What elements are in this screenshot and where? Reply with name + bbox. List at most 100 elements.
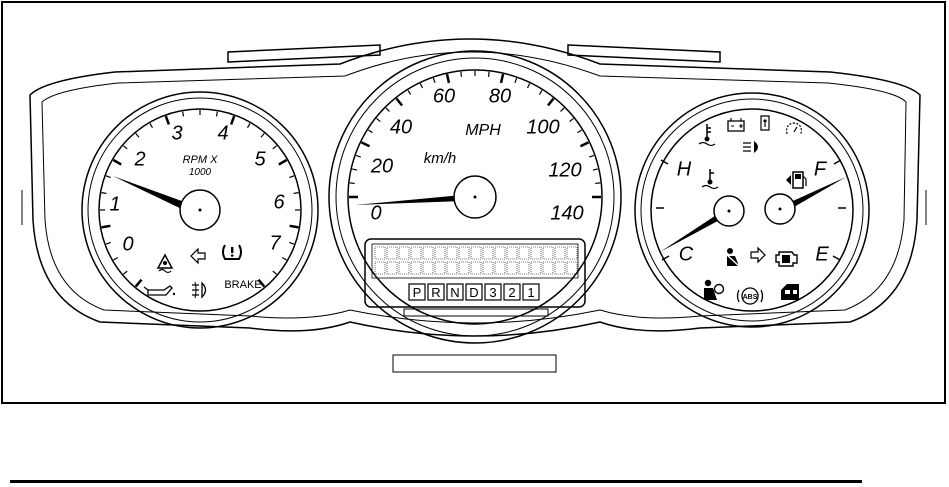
brake-warning-label: BRAKE	[224, 279, 261, 291]
traction-control-icon	[156, 253, 174, 274]
gear-label-P: P	[413, 285, 422, 300]
seatbelt-icon	[725, 248, 742, 269]
lcd-character-cell	[542, 246, 554, 260]
dial-tick	[281, 256, 287, 261]
dial-tick	[164, 115, 171, 125]
fuel-empty-label: E	[815, 243, 829, 265]
lcd-character-cell	[482, 246, 494, 260]
tachometer-ticks	[100, 110, 300, 288]
lcd-character-cell	[554, 261, 566, 275]
tach-unit-line1: RPM X	[183, 154, 219, 166]
lcd-character-cell	[554, 246, 566, 260]
dial-tick	[376, 117, 381, 123]
tach-numeral-2: 2	[133, 148, 145, 170]
dial-tick	[577, 129, 583, 134]
lcd-character-cell	[506, 261, 518, 275]
service-vehicle-icon	[786, 122, 802, 135]
temperature-hot-label: H	[677, 158, 692, 180]
tachometer-needle	[113, 176, 190, 212]
dial-tick	[123, 270, 128, 275]
lcd-character-cell	[470, 246, 482, 260]
left-turn-signal-icon	[190, 247, 206, 265]
lcd-character-cell	[530, 261, 542, 275]
dial-tick	[135, 133, 140, 138]
temperature-needle	[660, 210, 727, 252]
tach-numeral-7: 7	[269, 232, 281, 254]
tachometer: 0 1 2 3 4 5 6 7 RPM X 1000 BRAKE	[81, 91, 319, 329]
dial-tick	[272, 270, 277, 275]
dial-tick	[352, 168, 358, 171]
tire-pressure-icon	[222, 244, 242, 260]
lcd-character-cell	[506, 246, 518, 260]
security-icon	[760, 115, 770, 131]
lcd-character-cell	[458, 246, 470, 260]
dial-tick	[407, 89, 412, 95]
dial-tick	[289, 224, 299, 229]
fog-lamp-icon	[192, 281, 207, 299]
fuel-pump-icon	[786, 171, 807, 189]
caption-rule	[10, 480, 862, 483]
dial-tick	[246, 123, 251, 129]
mph-label: MPH	[465, 122, 501, 139]
lcd-character-cell	[446, 261, 458, 275]
speedometer-dial-edge	[347, 69, 603, 325]
mph-numeral-40: 40	[390, 116, 412, 138]
dial-tick	[123, 145, 128, 150]
lcd-character-cell	[410, 246, 422, 260]
fuel-gauge-ticks	[832, 159, 846, 261]
odometer-lcd-display	[371, 243, 579, 279]
door-ajar-icon	[781, 284, 799, 300]
lcd-character-cell	[494, 261, 506, 275]
dial-tick	[526, 83, 531, 89]
dial-tick	[113, 256, 119, 261]
right-gauge-bezel-outer	[634, 92, 870, 328]
tach-numeral-5: 5	[254, 148, 266, 170]
mph-numeral-120: 120	[548, 159, 581, 181]
dial-tick	[360, 141, 371, 148]
check-engine-icon	[775, 251, 798, 267]
lcd-character-cell	[566, 246, 578, 260]
svg-text:ABS: ABS	[743, 294, 758, 301]
dial-tick	[112, 158, 122, 166]
dial-tick	[182, 111, 185, 117]
dial-tick	[595, 182, 601, 185]
dial-tick	[445, 73, 451, 84]
dial-tick	[546, 97, 555, 107]
gear-box-N	[446, 283, 464, 301]
mph-numeral-100: 100	[526, 116, 559, 138]
dial-tick	[215, 111, 218, 117]
dial-tick	[589, 154, 595, 158]
dial-tick	[272, 145, 277, 150]
tachometer-bezel-inner	[87, 97, 313, 323]
gear-box-1	[522, 283, 540, 301]
lcd-character-cell	[398, 261, 410, 275]
oil-pressure-icon	[143, 285, 176, 296]
right-gauge-bezel-inner	[640, 98, 864, 322]
tach-numeral-1: 1	[109, 193, 120, 215]
dial-tick	[395, 97, 404, 107]
lcd-character-cell	[422, 261, 434, 275]
tach-unit-line2: 1000	[189, 167, 212, 178]
gear-box-D	[465, 283, 483, 301]
dial-tick	[257, 278, 266, 288]
lcd-character-cell	[566, 261, 578, 275]
lcd-character-cell	[374, 261, 386, 275]
lcd-character-cell	[374, 246, 386, 260]
dial-tick	[560, 107, 565, 112]
dial-tick	[499, 73, 505, 84]
mph-numeral-80: 80	[489, 85, 511, 107]
kmh-label: km/h	[424, 150, 457, 167]
gear-label-N: N	[450, 285, 459, 300]
gear-label-3: 3	[489, 285, 496, 300]
speedometer-ticks	[349, 71, 601, 199]
dial-tick	[569, 117, 574, 123]
abs-icon: ABS	[736, 287, 764, 305]
lcd-character-cell	[518, 246, 530, 260]
lcd-character-cell	[482, 261, 494, 275]
speedometer-needle	[355, 195, 463, 205]
lcd-character-cell	[386, 261, 398, 275]
lcd-dot-matrix	[374, 246, 578, 275]
lcd-character-cell	[386, 246, 398, 260]
dial-tick	[487, 71, 490, 77]
